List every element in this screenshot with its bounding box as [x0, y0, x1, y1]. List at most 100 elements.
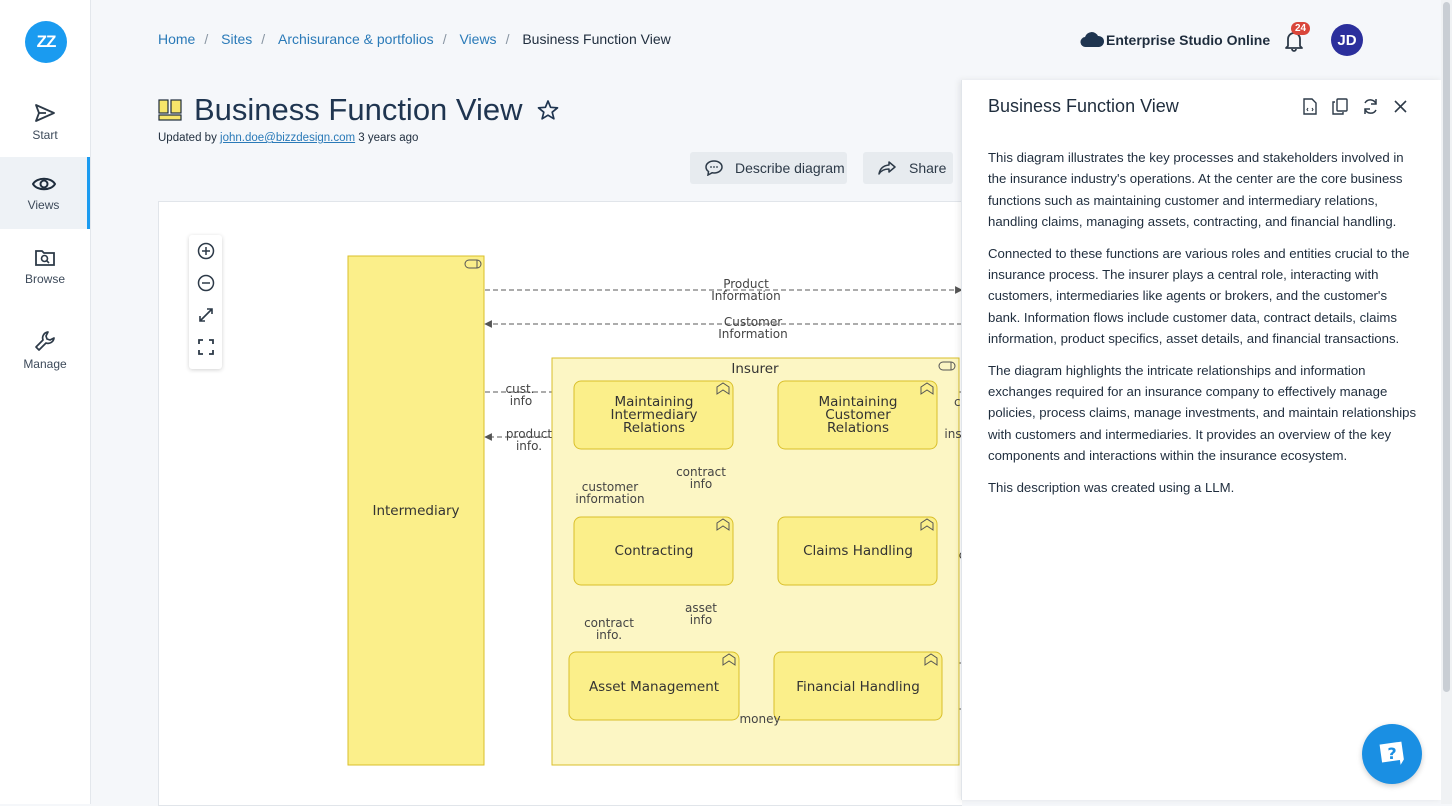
- asset-label: Asset Management: [589, 679, 719, 695]
- maint-cust-line2: Customer: [825, 407, 891, 423]
- fit-button[interactable]: [189, 299, 222, 331]
- page-title: Business Function View: [194, 92, 523, 127]
- sidebar: ZZ Start Views Browse Manage: [0, 0, 91, 804]
- svg-text:?: ?: [1387, 744, 1396, 763]
- page-scrollbar[interactable]: [1441, 0, 1452, 804]
- nav-browse-label: Browse: [24, 271, 65, 286]
- breadcrumb-views[interactable]: Views: [459, 31, 497, 47]
- zoom-out-icon: [197, 274, 214, 292]
- zoom-in-button[interactable]: [189, 235, 222, 267]
- node-intermediary[interactable]: Intermediary: [347, 255, 485, 766]
- flow-label-cut-c: c: [959, 548, 962, 562]
- node-contracting[interactable]: Contracting: [573, 516, 734, 586]
- copy-icon: [1332, 97, 1348, 115]
- maint-inter-line1: Maintaining: [615, 394, 694, 410]
- updated-when: 3 years ago: [358, 132, 419, 144]
- nav-views[interactable]: Views: [0, 157, 90, 229]
- chat-icon: [705, 160, 723, 176]
- share-label: Share: [909, 160, 947, 176]
- node-financial-handling[interactable]: Financial Handling: [773, 651, 943, 721]
- flow-label-customer-info: Information: [718, 327, 787, 341]
- node-claims-handling[interactable]: Claims Handling: [777, 516, 938, 586]
- description-paragraph: Connected to these functions are various…: [988, 245, 1410, 346]
- zoom-controls: [189, 235, 222, 369]
- page-header: Business Function View: [158, 92, 559, 128]
- export-document-button[interactable]: [1300, 96, 1320, 116]
- updated-user-link[interactable]: john.doe@bizzdesign.com: [220, 132, 356, 144]
- flow-label-asset: asset: [685, 601, 717, 615]
- send-icon: [35, 103, 55, 122]
- updated-info: Updated by john.doe@bizzdesign.com 3 yea…: [158, 132, 418, 144]
- share-button[interactable]: Share: [863, 152, 953, 184]
- nav-start[interactable]: Start: [0, 90, 90, 154]
- financial-label: Financial Handling: [796, 679, 920, 695]
- help-chat-button[interactable]: ?: [1362, 724, 1422, 784]
- panel-toolbar: [1300, 96, 1410, 116]
- wrench-icon: [35, 330, 55, 351]
- node-maintaining-customer-relations[interactable]: Maintaining Customer Relations: [777, 380, 938, 450]
- panel-description: This diagram illustrates the key process…: [988, 147, 1420, 508]
- regenerate-button[interactable]: [1360, 96, 1380, 116]
- copy-button[interactable]: [1330, 96, 1350, 116]
- flow-label-customer: Customer: [724, 315, 782, 329]
- description-panel: Business Function View This diagram illu…: [961, 80, 1442, 800]
- nav-browse[interactable]: Browse: [0, 234, 90, 298]
- flow-label-asset-info: info: [690, 613, 713, 627]
- eye-icon: [31, 177, 56, 190]
- maint-inter-line3: Relations: [623, 420, 685, 436]
- describe-diagram-button[interactable]: Describe diagram: [690, 152, 847, 184]
- flow-label-contract2: contract: [584, 616, 634, 630]
- document-icon: [1303, 97, 1317, 115]
- breadcrumb-archisurance[interactable]: Archisurance & portfolios: [278, 31, 434, 47]
- avatar[interactable]: JD: [1331, 24, 1363, 56]
- breadcrumb-sites[interactable]: Sites: [221, 31, 253, 47]
- expand-arrows-icon: [198, 308, 213, 322]
- close-icon: [1393, 99, 1407, 113]
- breadcrumb: Home/ Sites/ Archisurance & portfolios/ …: [158, 31, 671, 47]
- nav-manage[interactable]: Manage: [0, 318, 90, 382]
- favorite-star-icon[interactable]: [537, 99, 559, 121]
- studio-name: Enterprise Studio Online: [1106, 32, 1271, 48]
- updated-prefix: Updated by: [158, 132, 217, 144]
- zoom-out-button[interactable]: [189, 267, 222, 299]
- diagram-canvas[interactable]: Intermediary Insurer Maintaining Interme…: [158, 201, 962, 806]
- flow-label-customer-information: information: [575, 492, 644, 506]
- scrollbar-thumb[interactable]: [1443, 2, 1450, 692]
- app-logo[interactable]: ZZ: [25, 21, 67, 63]
- cloud-icon: [1080, 32, 1104, 48]
- claims-label: Claims Handling: [803, 543, 913, 559]
- close-panel-button[interactable]: [1390, 96, 1410, 116]
- business-function-view-icon: [158, 99, 182, 121]
- description-paragraph: This diagram illustrates the key process…: [988, 150, 1404, 229]
- breadcrumb-current: Business Function View: [522, 31, 671, 47]
- node-maintaining-intermediary-relations[interactable]: Maintaining Intermediary Relations: [573, 380, 734, 450]
- folder-search-icon: [35, 249, 55, 266]
- zoom-in-icon: [197, 242, 214, 260]
- flow-label-customer-small: customer: [582, 480, 639, 494]
- fullscreen-icon: [197, 339, 214, 355]
- maint-cust-line1: Maintaining: [819, 394, 898, 410]
- flow-label-product-small: product: [506, 427, 552, 441]
- nav-manage-label: Manage: [23, 356, 67, 371]
- intermediary-label: Intermediary: [372, 503, 459, 519]
- breadcrumb-home[interactable]: Home: [158, 31, 196, 47]
- flow-label-money: money: [739, 712, 780, 726]
- maint-inter-line2: Intermediary: [610, 407, 697, 423]
- insurer-label: Insurer: [731, 361, 779, 377]
- panel-title: Business Function View: [988, 96, 1179, 116]
- node-asset-management[interactable]: Asset Management: [568, 651, 740, 721]
- studio-switcher[interactable]: Enterprise Studio Online: [1080, 32, 1270, 48]
- nav-views-label: Views: [27, 197, 60, 212]
- flow-label-contract2-info: info.: [596, 628, 622, 642]
- fullscreen-button[interactable]: [189, 331, 222, 363]
- description-paragraph: The diagram highlights the intricate rel…: [988, 362, 1417, 463]
- refresh-icon: [1363, 98, 1377, 114]
- diagram-svg: Intermediary Insurer Maintaining Interme…: [347, 255, 962, 766]
- nav-start-label: Start: [32, 127, 58, 142]
- flow-label-contract: contract: [676, 465, 726, 479]
- flow-label-product: Product: [723, 277, 769, 291]
- maint-cust-line3: Relations: [827, 420, 889, 436]
- flow-label-cust: cust.: [506, 382, 535, 396]
- flow-label-cut-ins: ins: [944, 427, 961, 441]
- share-icon: [878, 161, 896, 175]
